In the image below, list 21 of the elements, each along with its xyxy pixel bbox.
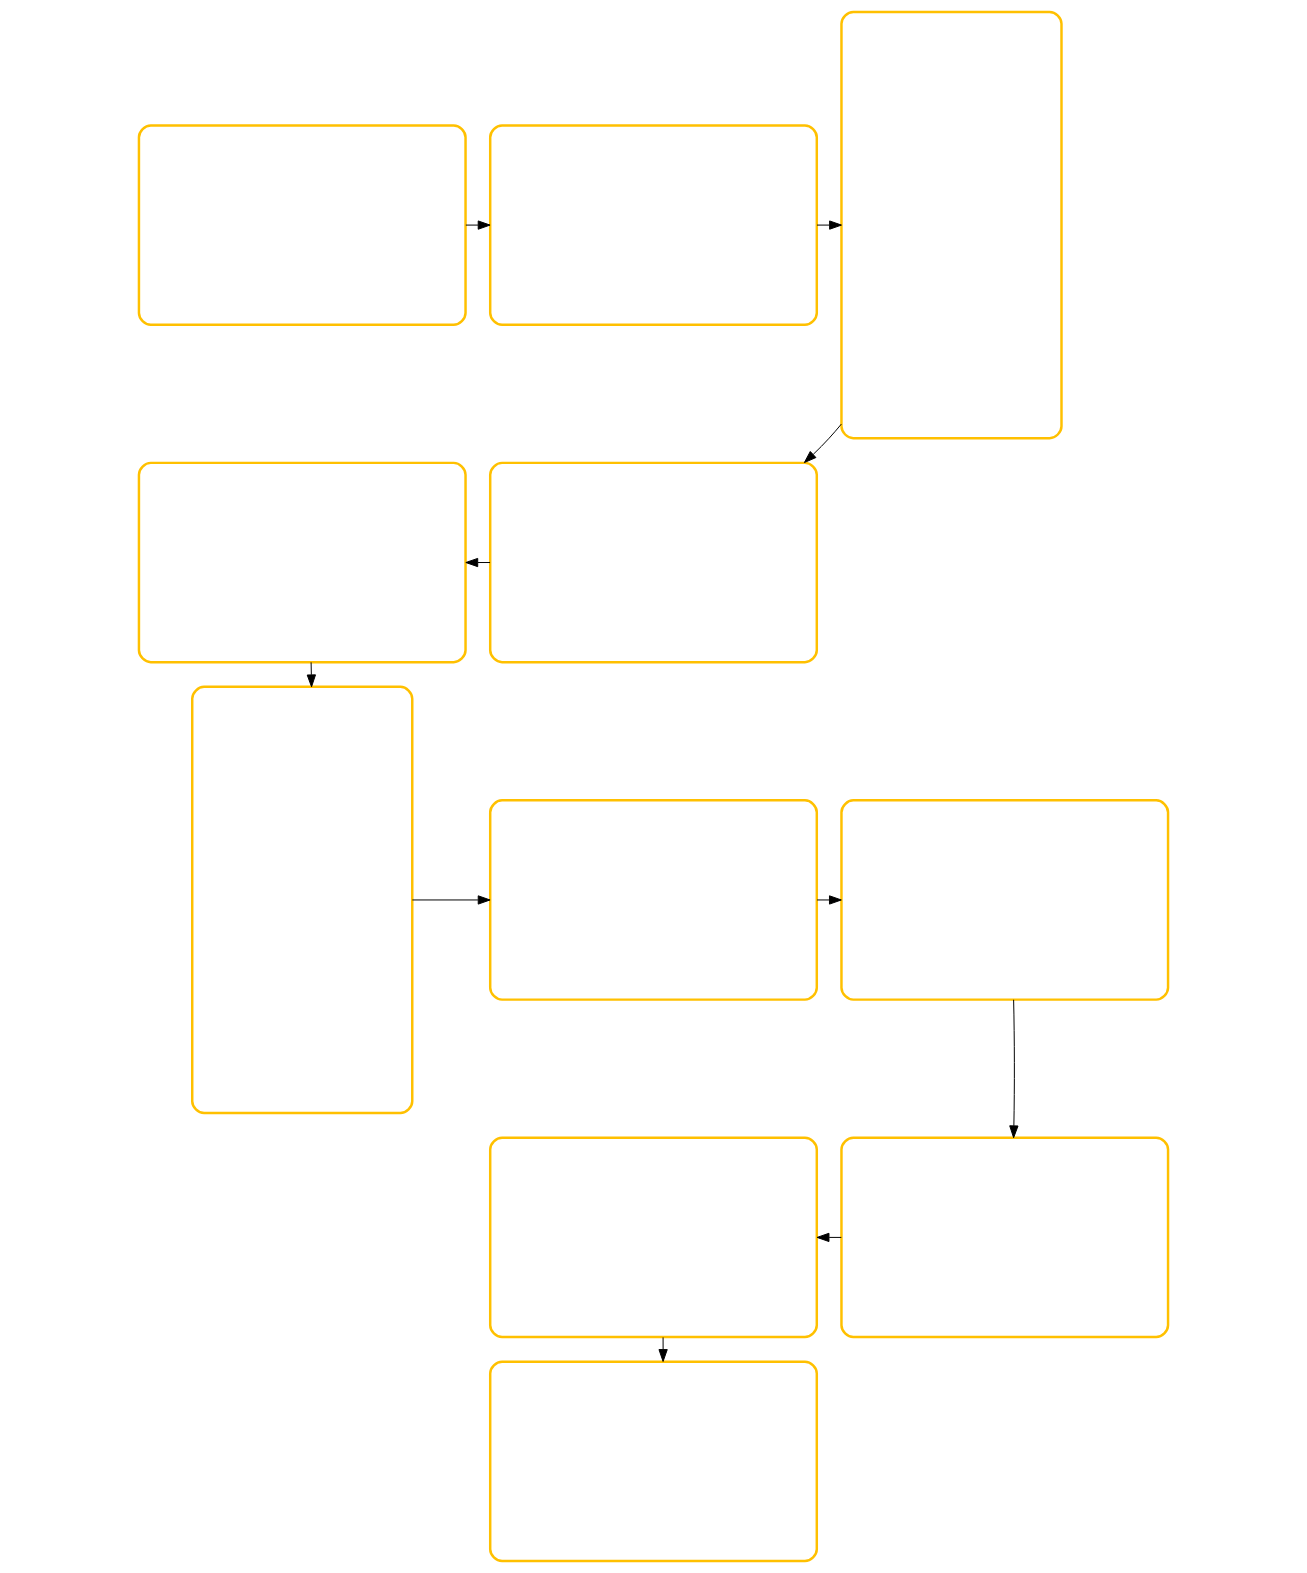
node-box: [488, 1360, 819, 1563]
node-box: [488, 799, 819, 1001]
arrow: [816, 220, 842, 230]
arrow: [658, 1336, 668, 1362]
node-box: [191, 685, 414, 1115]
node-box: [137, 461, 467, 664]
arrow: [306, 661, 316, 688]
node-box: [840, 799, 1170, 1001]
node-box: [488, 461, 819, 664]
arrow: [803, 423, 842, 464]
arrow: [465, 220, 491, 230]
node-box: [137, 124, 467, 326]
node-box: [840, 10, 1063, 440]
arrow: [465, 557, 491, 568]
node-box: [488, 124, 819, 326]
arrow: [411, 895, 491, 905]
node-box: [488, 1136, 819, 1339]
node-box: [840, 1136, 1170, 1339]
arrow: [816, 1232, 842, 1243]
arrow: [1009, 999, 1019, 1139]
arrow: [816, 895, 842, 905]
